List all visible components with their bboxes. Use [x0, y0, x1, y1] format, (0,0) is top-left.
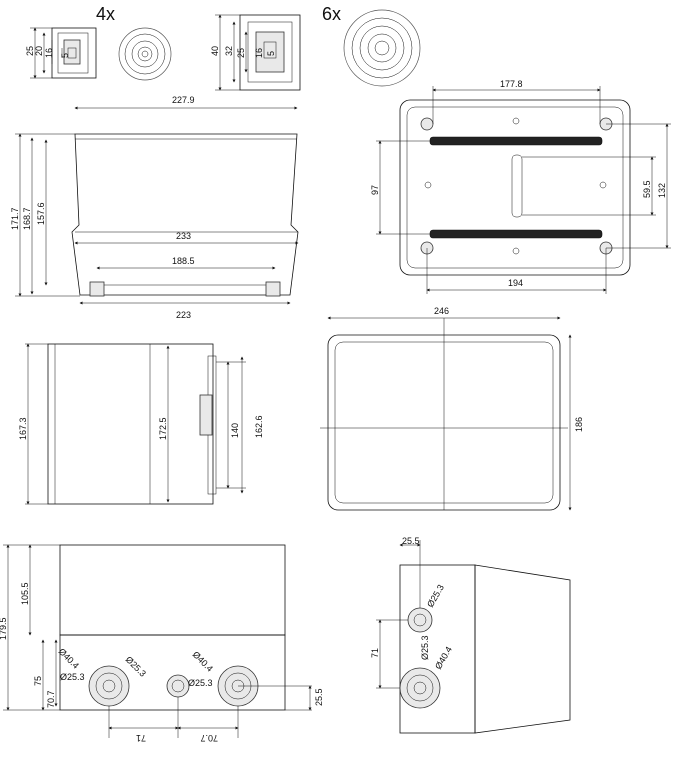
side-h-mid: 172.5 — [158, 417, 168, 440]
back-h-slot: 59.5 — [642, 180, 652, 198]
side-h-left: 167.3 — [18, 417, 28, 440]
large-gland-dim-e: 5 — [266, 51, 276, 56]
front-inner-span: 188.5 — [172, 256, 195, 266]
top-view: 246 186 — [320, 306, 584, 511]
side-glands-d1: Ø25.3 — [425, 583, 446, 609]
top-back-view: 177.8 97 59.5 132 194 — [370, 79, 671, 294]
side-glands-d2: Ø25.3 — [420, 635, 430, 660]
glands-h-top: 105.5 — [20, 582, 30, 605]
glands-d3: Ø25.3 — [124, 654, 148, 678]
glands-h-right: 25.5 — [314, 688, 324, 706]
small-gland-dim-d: 5 — [60, 53, 70, 58]
back-h-right: 132 — [657, 183, 667, 198]
side-h-hinge: 140 — [230, 423, 240, 438]
small-gland-dim-a: 25 — [25, 46, 35, 56]
side-glands-d3: Ø40.4 — [433, 645, 454, 671]
large-gland-section: 40 32 25 16 5 — [210, 14, 301, 91]
small-gland-dim-c: 16 — [44, 48, 54, 58]
large-gland-dim-c: 25 — [236, 48, 246, 58]
glands-spacing2: 70.7 — [200, 733, 218, 743]
small-gland-section: 25 20 16 5 — [25, 27, 97, 79]
side-h-right: 162.6 — [254, 415, 264, 438]
small-gland-top-view — [118, 27, 172, 81]
top-height: 186 — [574, 417, 584, 432]
glands-h-low1: 75 — [33, 676, 43, 686]
front-h3: 157.6 — [36, 202, 46, 225]
side-view: 167.3 172.5 140 162.6 — [18, 343, 264, 505]
front-inner-width: 233 — [176, 231, 191, 241]
glands-d5: Ø40.4 — [191, 649, 215, 673]
side-glands-view: 25.5 Ø25.3 Ø25.3 Ø40.4 71 — [370, 536, 571, 734]
glands-d2: Ø25.3 — [60, 672, 85, 682]
large-gland-dim-a: 40 — [210, 46, 220, 56]
large-gland-top-view — [343, 9, 421, 87]
small-gland-quantity: 4x — [96, 4, 115, 24]
large-gland-dim-b: 32 — [224, 46, 234, 56]
front-glands-view: 179.5 105.5 75 70.7 Ø40.4 Ø25.3 Ø25.3 Ø2… — [0, 544, 324, 743]
glands-spacing1: 71 — [136, 733, 146, 743]
front-h2: 168.7 — [22, 207, 32, 230]
side-glands-spacing: 71 — [370, 648, 380, 658]
large-gland-dim-d: 16 — [254, 48, 264, 58]
glands-d4: Ø25.3 — [188, 678, 213, 688]
top-width: 246 — [434, 306, 449, 316]
small-gland-dim-b: 20 — [34, 46, 44, 56]
large-gland-quantity: 6x — [322, 4, 341, 24]
back-width: 177.8 — [500, 79, 523, 89]
front-top-width: 227.9 — [172, 95, 195, 105]
glands-h-total: 179.5 — [0, 617, 8, 640]
back-bottom: 194 — [508, 278, 523, 288]
front-view: 227.9 233 188.5 223 171.7 168.7 157.6 — [10, 95, 299, 320]
side-glands-top: 25.5 — [402, 536, 420, 546]
front-bottom-width: 223 — [176, 310, 191, 320]
glands-h-low2: 70.7 — [46, 690, 56, 708]
back-h-left: 97 — [370, 185, 380, 195]
front-h1: 171.7 — [10, 207, 20, 230]
